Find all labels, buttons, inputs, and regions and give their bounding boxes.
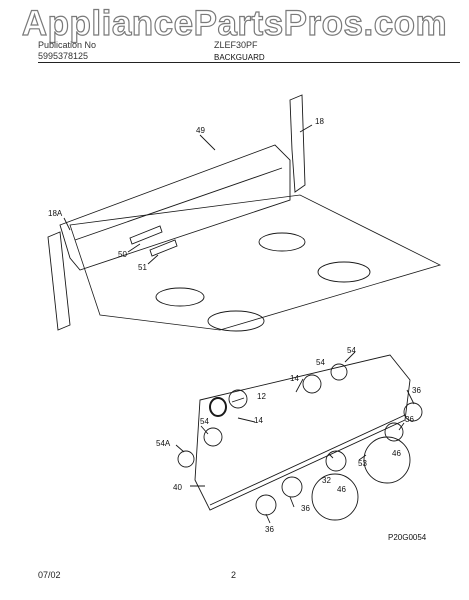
callout-12: 12 (257, 392, 266, 401)
figure-code: P20G0054 (388, 533, 427, 542)
burner-ring (317, 261, 371, 283)
callout-51: 51 (138, 263, 147, 272)
burner-ring (207, 310, 265, 332)
callout-40: 40 (173, 483, 182, 492)
publication-number: 5995378125 (38, 51, 89, 61)
switch-detail-circle (363, 436, 411, 484)
footer-page-number: 2 (231, 570, 237, 580)
callout-50: 50 (118, 250, 127, 259)
burner-ring (155, 287, 205, 307)
publication-label: Publication No (38, 40, 97, 50)
diagram-linework (47, 94, 442, 524)
control-panel (194, 354, 411, 511)
model-number: ZLEF30PF (214, 40, 258, 50)
callout-18: 18 (315, 117, 324, 126)
control-knobs (177, 363, 423, 516)
callout-54-top2: 54 (347, 346, 356, 355)
callout-14-mid: 14 (254, 416, 263, 425)
callout-49: 49 (196, 126, 205, 135)
callout-14-top: 14 (290, 374, 299, 383)
callout-18a: 18A (48, 209, 63, 218)
callout-36-bottom1: 36 (301, 504, 310, 513)
backguard-panel-edge (74, 167, 283, 241)
callout-32: 32 (322, 476, 331, 485)
callout-36-right: 36 (412, 386, 421, 395)
watermark-logo: AppliancePartsPros.com (21, 3, 448, 43)
callout-54-mid: 54 (200, 417, 209, 426)
backguard-panel (59, 144, 291, 271)
callout-53: 53 (358, 459, 367, 468)
knob-ring (209, 397, 227, 417)
footer-date: 07/02 (38, 570, 61, 580)
section-title: BACKGUARD (214, 53, 265, 62)
header-rule-top (38, 62, 460, 63)
end-bracket-left (47, 231, 71, 331)
callout-54-top: 54 (316, 358, 325, 367)
cooktop-outline (69, 194, 442, 331)
clip-part (129, 225, 163, 245)
control-panel-edge (209, 414, 406, 506)
callout-36-bottom2: 36 (265, 525, 274, 534)
clip-part (149, 239, 178, 257)
callout-46-right: 46 (392, 449, 401, 458)
callout-54a: 54A (156, 439, 171, 448)
callout-36-mid: 36 (405, 415, 414, 424)
switch-detail-circle (311, 473, 359, 521)
end-bracket-right (289, 94, 306, 193)
burner-ring (258, 232, 306, 252)
callout-46-bottom: 46 (337, 485, 346, 494)
